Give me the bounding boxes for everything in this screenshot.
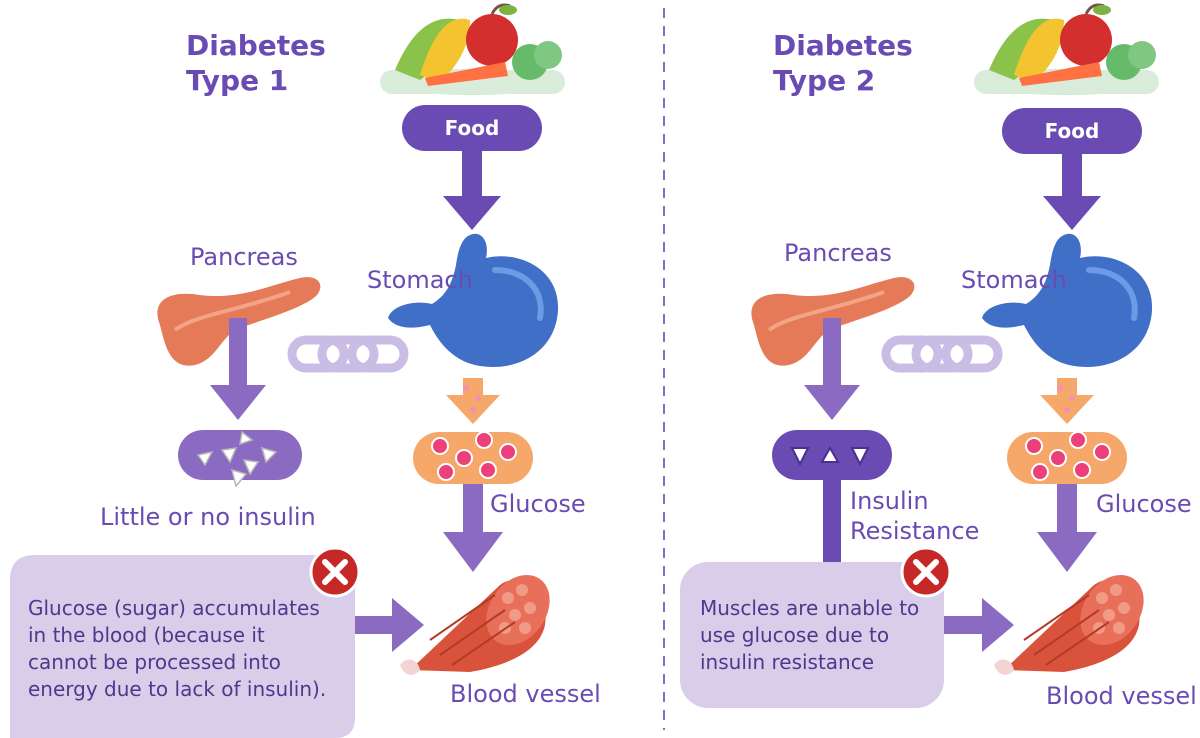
insulin-resistance-label: Insulin Resistance xyxy=(850,486,979,546)
callout-line: energy due to lack of insulin). xyxy=(28,677,327,701)
callout-line: cannot be processed into xyxy=(28,650,281,674)
error-x-icon xyxy=(309,546,361,598)
food-label: Food xyxy=(444,116,500,140)
arrow-glucose-vessel xyxy=(443,484,503,572)
panel-2-title: Diabetes Type 2 xyxy=(773,28,913,98)
pancreas-label: Pancreas xyxy=(190,243,298,271)
title-line-1: Diabetes xyxy=(773,29,913,62)
callout-line: Glucose (sugar) accumulates xyxy=(28,596,320,620)
title-line-2: Type 2 xyxy=(773,64,876,97)
arrow-pancreas-insulin xyxy=(210,318,266,420)
blood-vessel-label: Blood vessel xyxy=(450,680,601,708)
insulin-pill xyxy=(178,430,302,480)
food-pill xyxy=(402,105,542,151)
chain-links xyxy=(287,335,409,373)
blood-vessel-illustration xyxy=(400,574,550,675)
blood-vessel-label: Blood vessel xyxy=(1046,682,1197,710)
callout-text: Glucose (sugar) accumulates in the blood… xyxy=(28,595,348,703)
callout-line: insulin resistance xyxy=(700,650,875,674)
arrow-callout-vessel xyxy=(355,598,424,652)
glucose-label: Glucose xyxy=(490,490,586,518)
insulin-label-line-2: Resistance xyxy=(850,517,980,545)
callout-line: in the blood (because it xyxy=(28,623,265,647)
pancreas-label: Pancreas xyxy=(784,239,892,267)
insulin-label-line-1: Insulin xyxy=(850,487,929,515)
food-illustration xyxy=(380,3,565,95)
panel-2-artwork xyxy=(680,3,1159,708)
food-label: Food xyxy=(1044,119,1100,143)
callout-line: use glucose due to xyxy=(700,623,890,647)
arrow-food-stomach xyxy=(443,151,501,230)
glucose-molecules xyxy=(431,431,517,481)
glucose-label: Glucose xyxy=(1096,490,1192,518)
insulin-molecules xyxy=(196,430,278,488)
arrow-stomach-glucose xyxy=(446,378,500,424)
panel-1-title: Diabetes Type 1 xyxy=(186,28,326,98)
callout-line: Muscles are unable to xyxy=(700,596,920,620)
stomach-illustration xyxy=(388,233,559,367)
stomach-label: Stomach xyxy=(367,266,473,294)
callout-text: Muscles are unable to use glucose due to… xyxy=(700,595,940,676)
stomach-label: Stomach xyxy=(961,266,1067,294)
insulin-label: Little or no insulin xyxy=(100,503,316,531)
title-line-1: Diabetes xyxy=(186,29,326,62)
title-line-2: Type 1 xyxy=(186,64,289,97)
callout-box xyxy=(10,555,355,738)
